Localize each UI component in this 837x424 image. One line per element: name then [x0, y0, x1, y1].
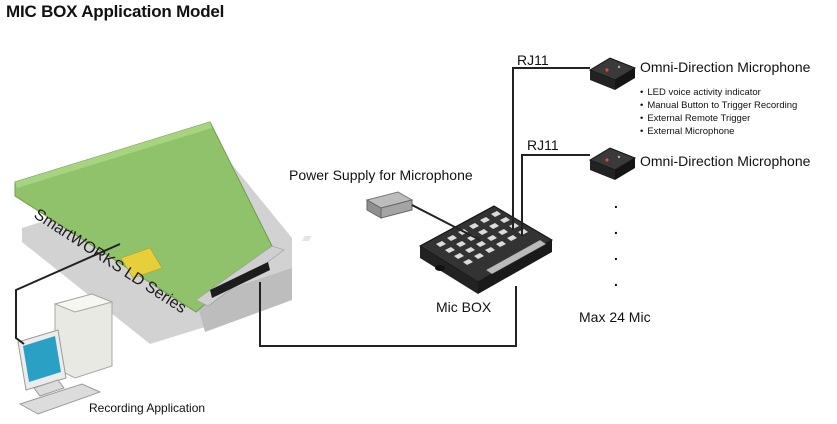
ellipsis-dot: . — [614, 195, 618, 211]
mic-box-key — [478, 229, 488, 235]
mic-feature-list: LED voice activity indicator Manual Butt… — [640, 86, 797, 138]
microphone-1-label: Omni-Direction Microphone — [640, 59, 811, 75]
mic-box-key — [480, 217, 490, 223]
power-cable — [411, 204, 481, 241]
computer-label: Recording Application — [89, 401, 206, 415]
cables — [15, 67, 590, 347]
mic-box-key — [496, 241, 506, 247]
mic-box-key — [485, 247, 495, 253]
rj11-label-second: RJ11 — [527, 137, 559, 153]
mic-box-key — [474, 253, 484, 259]
pci-card[interactable] — [14, 121, 285, 313]
mic-feature-item: LED voice activity indicator — [640, 86, 797, 99]
computer[interactable] — [17, 293, 114, 415]
mic-box-key — [469, 223, 479, 229]
mic-box-keypad — [436, 211, 528, 265]
microphone-2[interactable] — [588, 147, 637, 180]
mic-box-key — [491, 211, 501, 217]
page-title: MIC BOX Application Model — [6, 2, 225, 21]
card-to-computer-cable — [15, 243, 121, 345]
ellipsis-dot: . — [614, 221, 618, 237]
mic-box-key — [456, 241, 466, 247]
card-to-micbox-cable — [259, 282, 517, 347]
mic-box-key — [487, 235, 497, 241]
rj11-label-top: RJ11 — [517, 52, 549, 68]
mic-box-key — [507, 235, 517, 241]
mic-box-key — [436, 241, 446, 247]
microphone-1[interactable] — [588, 57, 637, 90]
mic-box-label: Mic BOX — [436, 299, 492, 315]
ellipsis-dot: . — [614, 273, 618, 289]
max-mic-label: Max 24 Mic — [579, 309, 651, 325]
microphone-2-label: Omni-Direction Microphone — [640, 153, 811, 169]
mic-box-key — [454, 253, 464, 259]
mic-box-key — [463, 259, 473, 265]
mic-feature-item: External Microphone — [640, 125, 797, 138]
mic-feature-item: Manual Button to Trigger Recording — [640, 99, 797, 112]
rj11-cable-second — [521, 154, 590, 236]
mic-box-key — [447, 235, 457, 241]
mic-feature-item: External Remote Trigger — [640, 112, 797, 125]
power-supply[interactable] — [365, 191, 414, 219]
mic-box-key — [489, 223, 499, 229]
ellipsis-dot: . — [614, 247, 618, 263]
power-supply-label: Power Supply for Microphone — [289, 167, 473, 183]
mic-box-key — [498, 229, 508, 235]
mic-box-key — [465, 247, 475, 253]
mic-box-key — [476, 241, 486, 247]
mic-box-key — [445, 247, 455, 253]
mic-box-key — [500, 217, 510, 223]
rj11-cable-top — [512, 67, 590, 230]
mic-box[interactable] — [301, 205, 554, 294]
